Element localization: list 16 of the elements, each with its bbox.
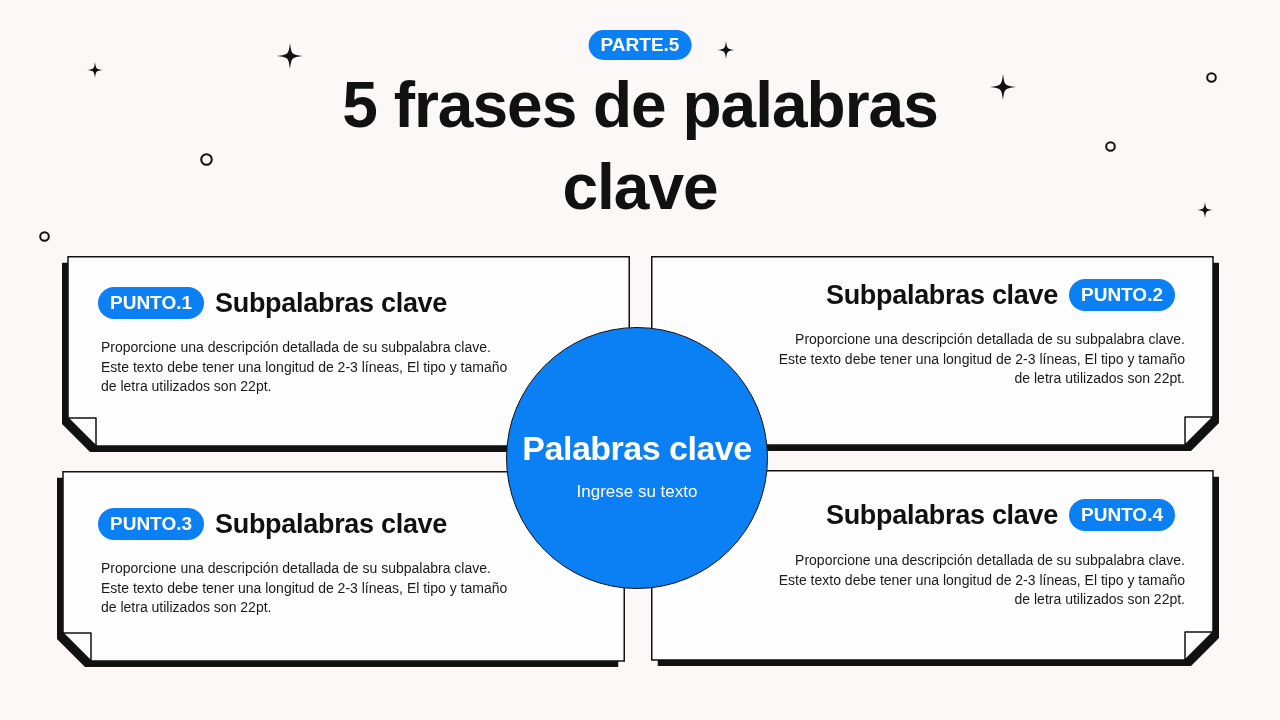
card-heading: Subpalabras clave xyxy=(825,499,1058,531)
circle-subtitle: Ingrese su texto xyxy=(575,481,699,503)
card-description: Proporcione una descripción detallada de su subpalabra clave. Este texto debe tener una longitud de 2-3 líneas, El tipo y tamaño de letra utilizados son 22pt. xyxy=(101,338,509,396)
card-heading: Subpalabras clave xyxy=(215,508,448,540)
point-badge: PUNTO.1 xyxy=(98,287,204,319)
point-badge: PUNTO.4 xyxy=(1069,499,1175,531)
part-badge: PARTE.5 xyxy=(588,30,692,60)
card-description: Proporcione una descripción detallada de su subpalabra clave. Este texto debe tener una longitud de 2-3 líneas, El tipo y tamaño de letra utilizados son 22pt. xyxy=(777,551,1185,609)
card-description: Proporcione una descripción detallada de su subpalabra clave. Este texto debe tener una longitud de 2-3 líneas, El tipo y tamaño de letra utilizados son 22pt. xyxy=(101,559,509,617)
title: 5 frases de palabras clave xyxy=(341,68,939,225)
circle-title: Palabras clave xyxy=(521,428,753,468)
card-heading: Subpalabras clave xyxy=(825,279,1058,311)
point-badge: PUNTO.2 xyxy=(1069,279,1175,311)
card-heading: Subpalabras clave xyxy=(215,287,448,319)
point-badge: PUNTO.3 xyxy=(98,508,204,540)
card-description: Proporcione una descripción detallada de su subpalabra clave. Este texto debe tener una longitud de 2-3 líneas, El tipo y tamaño de letra utilizados son 22pt. xyxy=(777,330,1185,388)
